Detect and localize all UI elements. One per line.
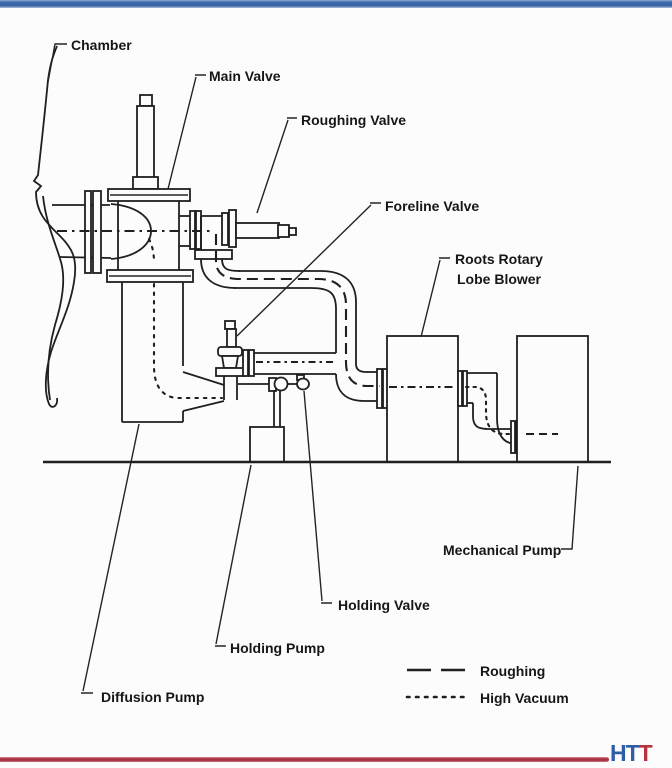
holding-valve-ball [296,377,310,391]
roughing-valve-lower-flange [194,249,233,260]
roots-blower-label-2: Lobe Blower [457,271,542,287]
chamber-label: Chamber [71,37,132,53]
chamber-wall-outer-edge [32,45,77,408]
roughing-line-dashed [214,234,380,388]
roughing-valve-assembly [194,209,297,260]
main-valve-collar [132,176,159,190]
roughing-valve-bonnet-bar [221,212,229,246]
holding-valve-ball [273,376,289,392]
main-valve-stem [136,105,155,179]
diffusion-pump-leader [81,423,140,694]
labels: Chamber Main Valve Roughing Valve Foreli… [71,37,561,705]
legend-high-vacuum-label: High Vacuum [480,690,569,706]
foreline-flange-bar [248,349,255,377]
logo-red-text: T [638,740,653,766]
bottom-red-rule [0,757,609,762]
roughing-valve-stem-tip [288,227,297,236]
mechanical-pump-body [516,335,589,463]
chamber-wall-inner-edge [42,195,65,401]
roughing-valve-bonnet-bar [228,209,237,248]
mechanical-pump-leader [561,465,579,550]
holding-pump-leader [215,464,252,647]
main-valve-assembly [106,94,202,283]
blower-body [386,335,459,463]
holding-valve-label: Holding Valve [338,597,430,613]
main-valve-leader [167,74,206,190]
htt-logo: HTT [610,740,653,767]
foreline-valve-body [220,355,240,369]
roughing-valve-leader [256,117,297,214]
foreline-valve-stem [226,328,237,348]
main-valve-label: Main Valve [209,68,281,84]
roots-blower-label-1: Roots Rotary [455,251,543,267]
elbow-outer [335,373,365,402]
holding-valve-leader [303,390,332,604]
foreline-cone-top [182,371,225,386]
roots-blower-leader [420,257,450,338]
blower-inlet-flange-bar [376,368,383,409]
logo-blue-text: HT [610,740,640,766]
foreline-valve-label: Foreline Valve [385,198,479,214]
legend: Roughing High Vacuum [405,663,569,706]
elbow-outer [320,270,357,303]
blower-outlet-flange-bar [457,370,463,407]
elbow-inner [355,363,367,373]
foreline-valve-flange [215,367,245,377]
flow-lines [57,229,558,436]
foreline-valve-bonnet [217,346,243,357]
chamber-wall [32,45,77,408]
blower-outlet-flange-bar [462,370,468,407]
diffusion-pump-body [121,282,225,423]
elbow-outer [200,258,237,289]
high-vacuum-line-dotted [147,237,224,400]
elbow-inner [310,287,337,310]
roughing-valve-stem-cap [277,224,290,238]
discharge-elbow [467,372,521,454]
roughing-valve-label: Roughing Valve [301,112,406,128]
main-valve-stem-cap [139,94,153,107]
elbow-inner [221,258,241,272]
holding-pump-label: Holding Pump [230,640,325,656]
foreline-flange-bar [242,349,249,377]
holding-pump-box [249,426,285,463]
roughing-valve-stem [235,222,280,239]
top-blue-bar [0,0,672,8]
elbow-inner [472,403,511,430]
diffusion-pump-label: Diffusion Pump [101,689,204,705]
foreline-valve-assembly [215,320,336,400]
chamber-leader [47,43,67,83]
elbow-centerline-dots [464,385,513,436]
leader-lines [47,43,579,694]
roots-blower [376,335,468,463]
holding-assembly [238,374,310,463]
legend-roughing-label: Roughing [480,663,545,679]
mechanical-pump-label: Mechanical Pump [443,542,561,558]
foreline-valve-leader [236,202,381,337]
roughing-pipe [200,258,377,402]
pump-inlet-flange-bar [510,420,516,454]
foreline-cone-bottom [182,400,225,412]
foreline-valve-stem-cap [224,320,236,330]
